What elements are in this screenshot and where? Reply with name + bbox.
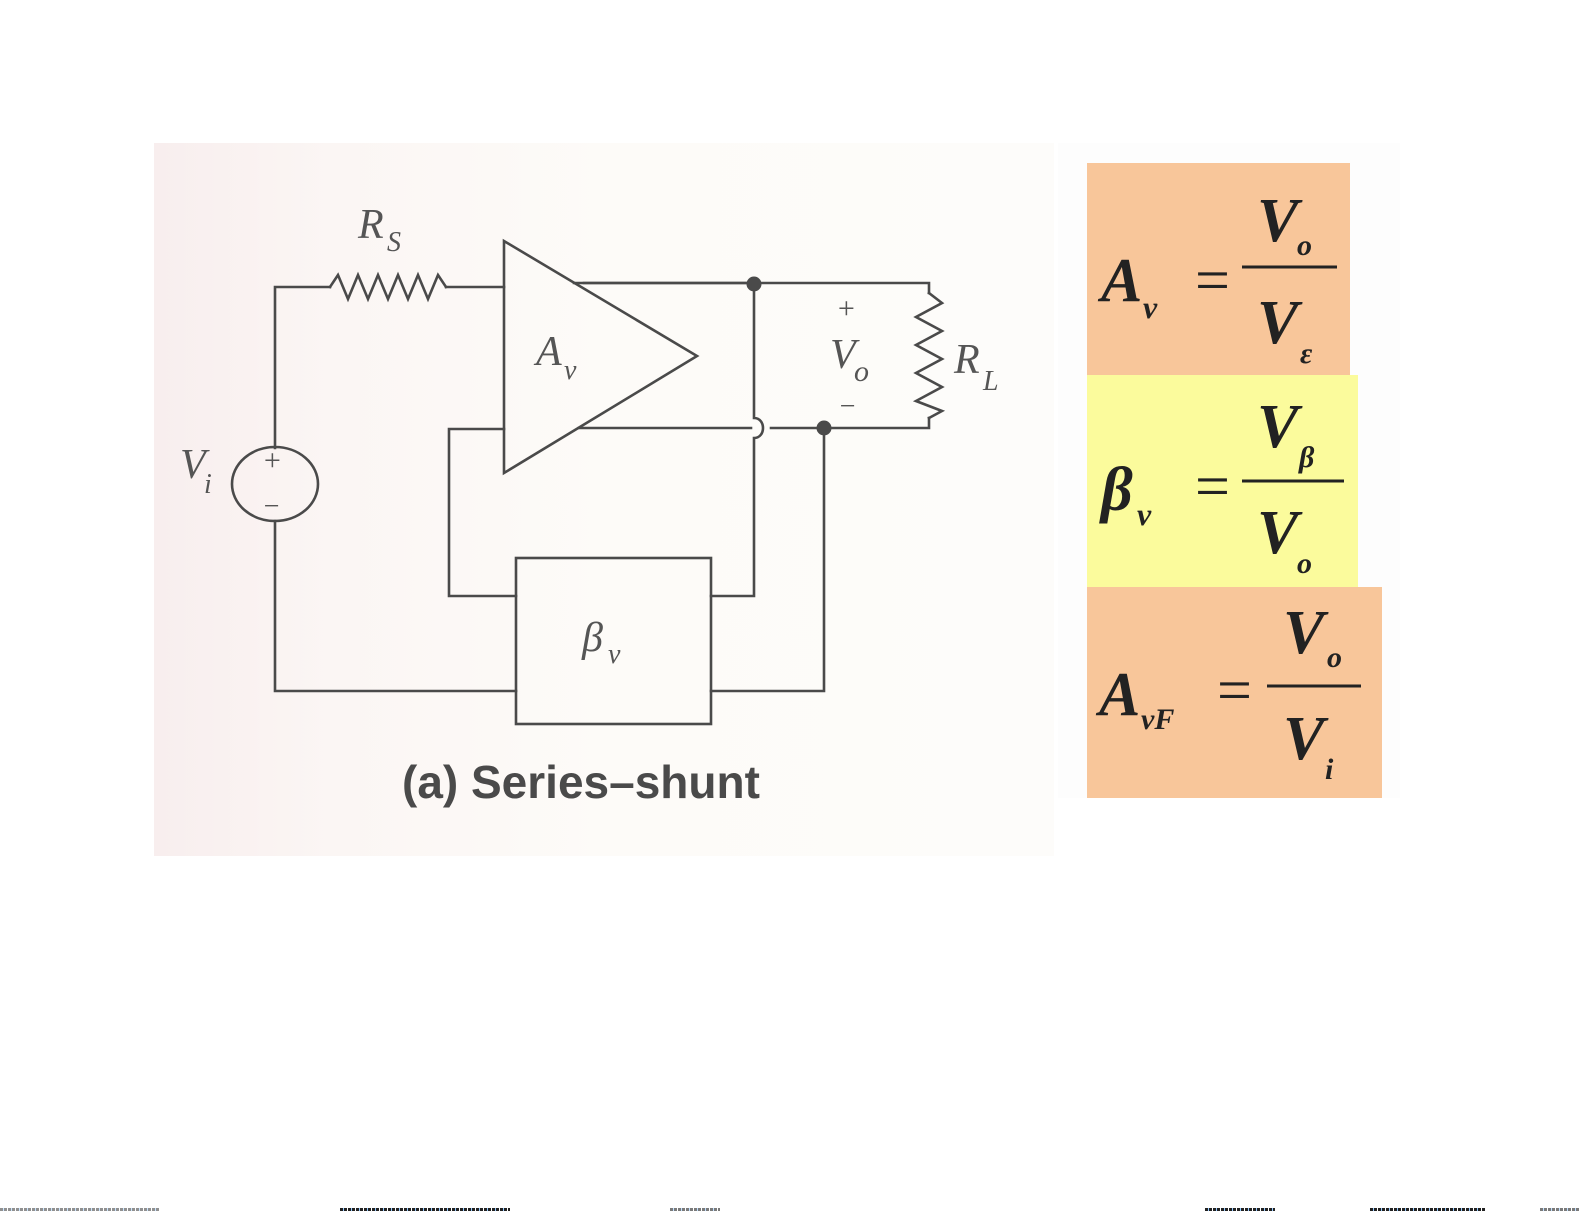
feedback-network-subscript: v <box>608 639 621 670</box>
load-resistor <box>912 291 946 420</box>
formula-closed-loop-gain: A vF = V o V i <box>1087 587 1382 798</box>
formula-equals: = <box>1195 453 1230 521</box>
wire-input-bottom <box>273 519 518 693</box>
formula-feedback-factor: β v = V β V o <box>1087 375 1358 587</box>
input-voltage-subscript: i <box>204 469 212 500</box>
wire-crossover <box>709 281 765 598</box>
amplifier-label: A <box>533 329 562 375</box>
amplifier-subscript: v <box>564 355 577 386</box>
load-resistor-label: R <box>953 337 980 383</box>
formula-denominator-symbol: V <box>1283 705 1329 773</box>
formula-equals: = <box>1195 247 1230 315</box>
formula-denominator-symbol: V <box>1257 289 1303 357</box>
formula-lhs-subscript: vF <box>1141 703 1174 736</box>
footer-artifact-strip <box>0 1208 1585 1211</box>
footer-artifact <box>1370 1208 1485 1211</box>
amplifier-triangle <box>502 238 700 476</box>
formula-lhs-subscript: v <box>1143 289 1158 325</box>
voltage-source-plus: + <box>262 444 282 477</box>
circuit-diagram: + − R S A v V i + V o − R L β v (a) Seri… <box>180 202 999 808</box>
formula-panel: A v = V o V ε β v = V β V o A vF = V o <box>1058 143 1400 798</box>
formula-equals: = <box>1217 657 1252 725</box>
formula-numerator-symbol: V <box>1283 599 1329 667</box>
junction-node-bottom <box>816 420 832 436</box>
footer-artifact <box>1540 1208 1580 1211</box>
feedback-network-label: β <box>581 615 603 661</box>
source-resistor-subscript: S <box>387 227 401 258</box>
wire-out-bottom <box>577 416 931 430</box>
formula-numerator-symbol: V <box>1257 393 1303 461</box>
load-resistor-subscript: L <box>982 366 999 397</box>
output-voltage-plus: + <box>836 292 856 325</box>
wire-beta-to-output-node <box>709 426 826 693</box>
voltage-source-circle <box>230 445 320 523</box>
junction-node-top <box>746 276 762 292</box>
figure-caption: (a) Series–shunt <box>402 756 760 808</box>
formula-numerator-symbol: V <box>1257 187 1303 255</box>
footer-artifact <box>0 1208 160 1211</box>
source-resistor-label: R <box>357 202 384 248</box>
footer-artifact <box>670 1208 720 1211</box>
formula-denominator-subscript: i <box>1325 753 1334 786</box>
feedback-network-box <box>514 556 713 726</box>
output-voltage-label: V <box>830 332 860 378</box>
footer-artifact <box>340 1208 510 1211</box>
footer-artifact <box>1205 1208 1275 1211</box>
formula-open-loop-gain: A v = V o V ε <box>1087 163 1350 375</box>
formula-lhs-subscript: v <box>1137 496 1152 532</box>
formula-lhs-symbol: A <box>1097 247 1142 315</box>
formula-denominator-subscript: o <box>1297 547 1312 580</box>
formula-lhs-symbol: β <box>1099 456 1133 524</box>
formula-numerator-subscript: o <box>1297 229 1312 262</box>
formula-denominator-subscript: ε <box>1300 337 1313 370</box>
output-voltage-minus: − <box>838 391 857 422</box>
formula-numerator-subscript: o <box>1327 641 1342 674</box>
voltage-source-minus: − <box>262 491 281 522</box>
circuit-diagram-panel: + − R S A v V i + V o − R L β v (a) Seri… <box>154 143 1054 856</box>
formula-denominator-symbol: V <box>1257 499 1303 567</box>
input-voltage-label: V <box>180 442 210 488</box>
formula-numerator-subscript: β <box>1298 441 1315 474</box>
output-voltage-subscript: o <box>854 355 869 388</box>
formula-lhs-symbol: A <box>1095 661 1140 729</box>
wire-input-top <box>273 285 332 450</box>
wire-amp-minus-input <box>447 427 518 598</box>
source-resistor <box>328 271 448 303</box>
